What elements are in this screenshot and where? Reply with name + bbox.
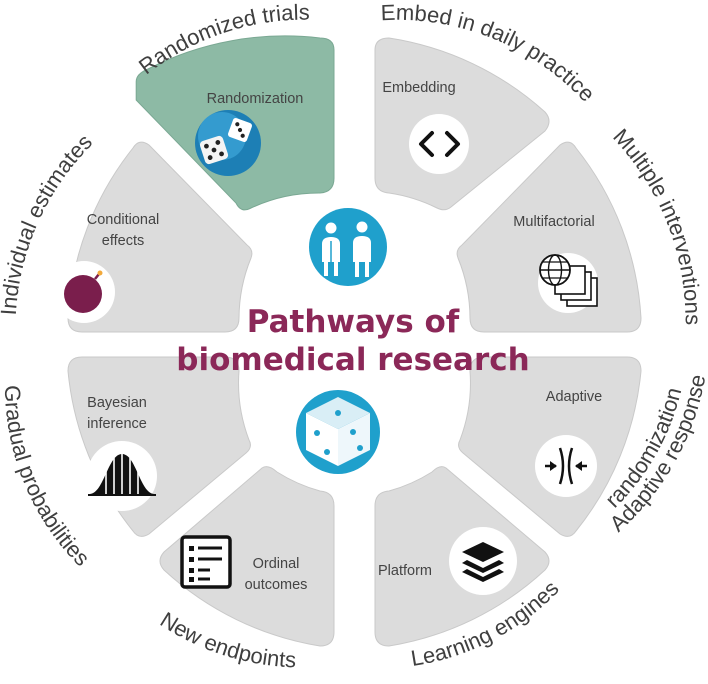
dice-icon	[195, 110, 261, 176]
inner-label-platform: Platform	[378, 563, 432, 579]
ring-segments	[67, 35, 642, 647]
doctor-patient-icon	[309, 208, 387, 286]
inner-label-embedding: Embedding	[382, 80, 455, 96]
inner-label-adaptive: Adaptive	[546, 389, 602, 405]
code-brackets-icon	[409, 114, 469, 174]
converging-arrows-icon	[535, 435, 597, 497]
globe-windows-icon	[538, 253, 598, 313]
inner-label-multifactorial: Multifactorial	[513, 214, 594, 230]
cube-network-icon	[296, 390, 380, 474]
inner-labels: Randomization Embedding Multifactorial A…	[87, 80, 603, 593]
layers-icon	[449, 527, 517, 595]
title-line-2: biomedical research	[176, 342, 529, 378]
inner-label-outcomes: outcomes	[245, 577, 308, 593]
title-line-1: Pathways of	[247, 304, 460, 340]
inner-label-conditional: Conditional	[87, 212, 160, 228]
inner-label-bayesian: Bayesian	[87, 395, 147, 411]
inner-label-inference: inference	[87, 416, 147, 432]
checklist-icon	[180, 535, 232, 589]
inner-label-randomization: Randomization	[207, 91, 304, 107]
segment-embedding[interactable]	[374, 37, 550, 211]
segment-ordinal-outcomes[interactable]	[159, 466, 335, 647]
inner-label-ordinal: Ordinal	[253, 556, 300, 572]
inner-label-effects: effects	[102, 233, 144, 249]
bell-curve-icon	[87, 441, 157, 511]
bomb-icon	[53, 261, 115, 323]
